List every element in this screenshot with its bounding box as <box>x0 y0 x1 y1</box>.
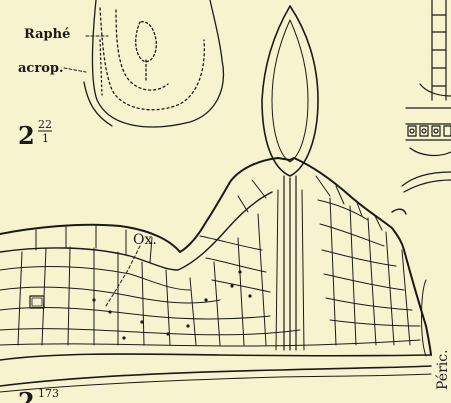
magnification-lower-top: 173 <box>38 387 59 400</box>
tissue-section <box>0 6 431 392</box>
magnification-upper-top: 22 <box>38 118 52 131</box>
acrop-label: acrop. <box>18 61 63 76</box>
figure-number-lower: 2 <box>18 387 35 403</box>
ox-label: Ox. <box>133 232 157 248</box>
magnification-upper-bottom: 1 <box>42 132 49 145</box>
raphe-label: Raphé <box>24 27 70 42</box>
pericarp-tissue-top <box>402 0 451 192</box>
ovule-sketch <box>84 0 223 127</box>
peric-label: Péric. <box>435 349 451 390</box>
figure-number-upper: 2 <box>18 121 35 150</box>
acrop-leader <box>64 68 86 72</box>
